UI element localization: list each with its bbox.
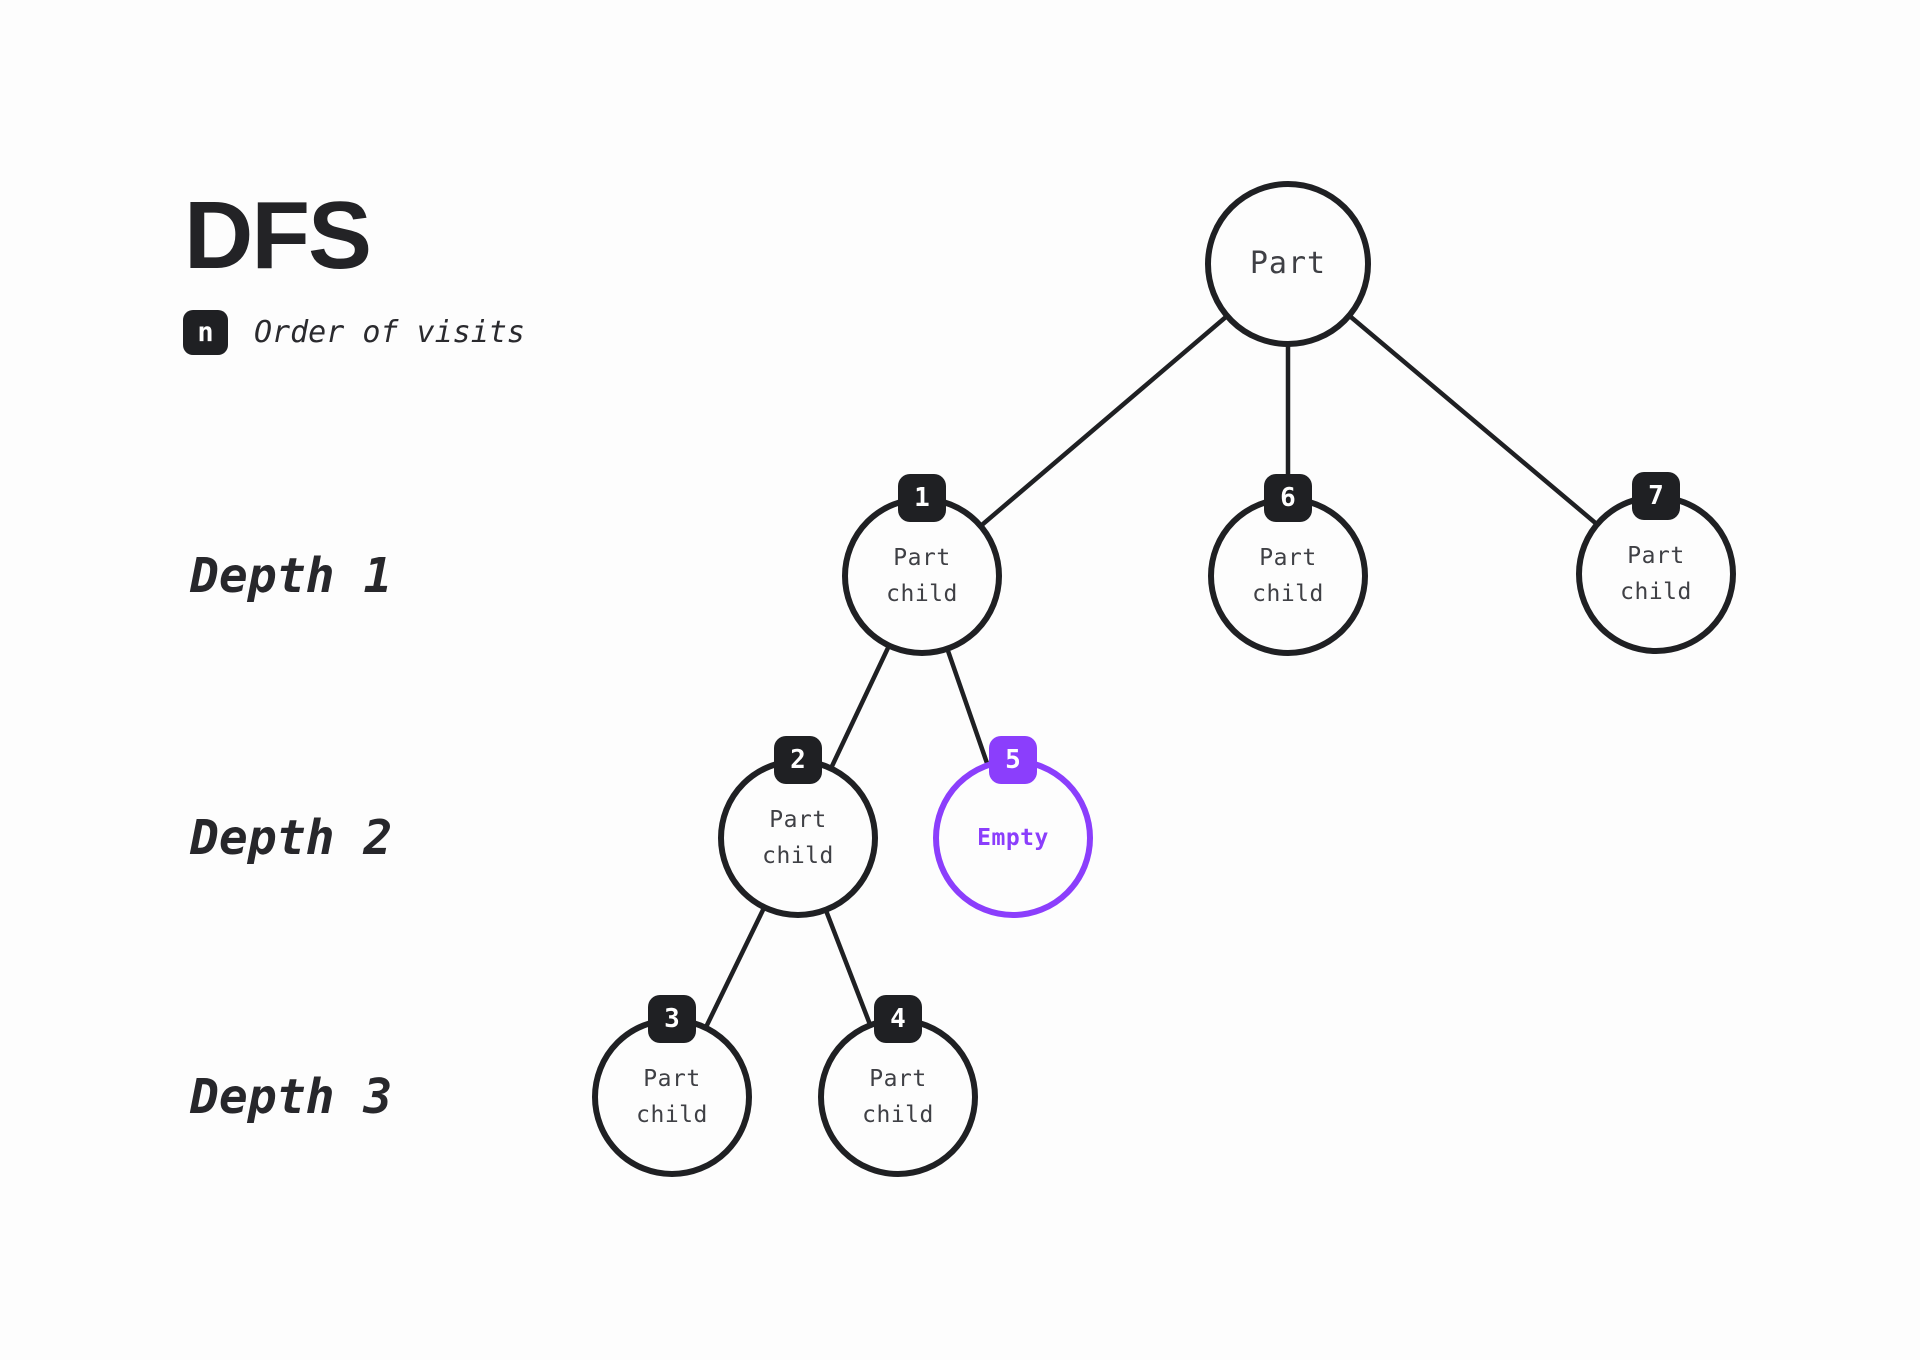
order-badge: 1: [898, 474, 946, 522]
page-title: DFS: [184, 182, 372, 289]
node-label: Part child: [636, 1066, 708, 1128]
node-label: Part child: [862, 1066, 934, 1128]
tree-node-visit-1: 1 Part child: [842, 474, 1002, 656]
tree-node-root: Part: [1205, 181, 1371, 347]
order-badge: 5: [989, 736, 1037, 784]
node-label: Part: [1249, 246, 1327, 281]
tree-node-visit-5-empty: 5 Empty: [933, 736, 1093, 918]
depth-1-label: Depth 1: [190, 548, 393, 604]
node-label: Part child: [1252, 545, 1324, 607]
order-badge: 3: [648, 995, 696, 1043]
node-label: Part child: [1620, 543, 1692, 605]
legend: n Order of visits: [183, 310, 525, 355]
node-label: Part child: [886, 545, 958, 607]
tree-node-visit-3: 3 Part child: [592, 995, 752, 1177]
depth-2-label: Depth 2: [190, 810, 393, 866]
order-badge: 2: [774, 736, 822, 784]
depth-3-label: Depth 3: [190, 1069, 393, 1125]
order-badge: 6: [1264, 474, 1312, 522]
legend-order-badge: n: [183, 310, 228, 355]
node-label: Empty: [977, 825, 1049, 851]
legend-label: Order of visits: [254, 315, 525, 350]
tree-node-visit-7: 7 Part child: [1576, 472, 1736, 654]
tree-node-visit-2: 2 Part child: [718, 736, 878, 918]
tree-node-visit-4: 4 Part child: [818, 995, 978, 1177]
order-badge: 4: [874, 995, 922, 1043]
tree-node-visit-6: 6 Part child: [1208, 474, 1368, 656]
order-badge: 7: [1632, 472, 1680, 520]
node-label: Part child: [762, 807, 834, 869]
